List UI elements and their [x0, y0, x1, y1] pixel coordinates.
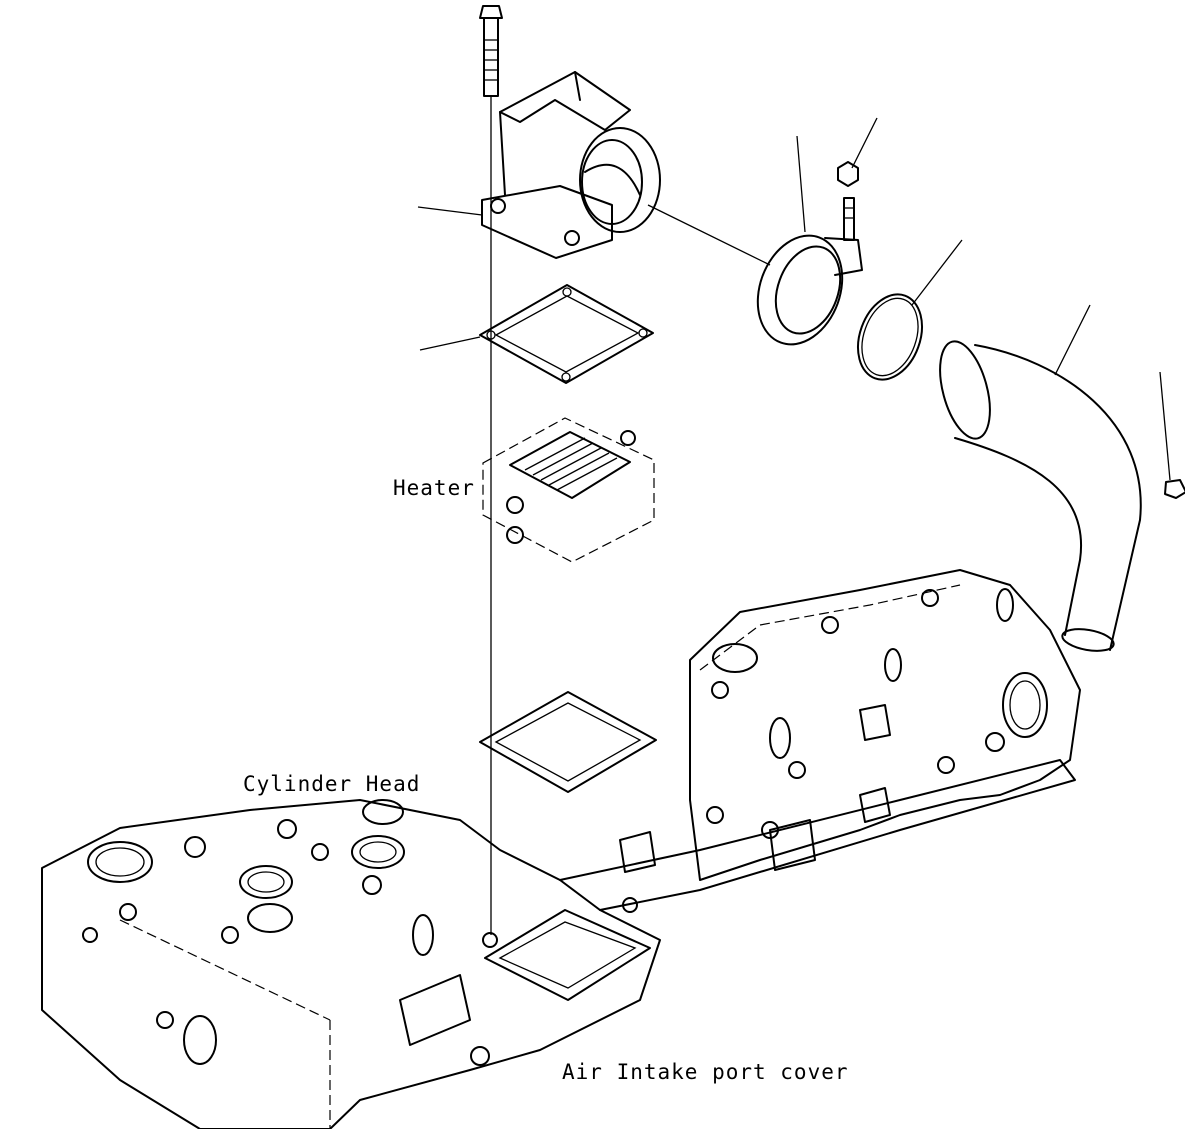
mounting-rail	[559, 759, 1076, 911]
cylinder-head-label: Cylinder Head	[243, 772, 421, 796]
heater-label: Heater	[393, 476, 475, 500]
leader-lines	[417, 117, 1171, 481]
long-bolt	[479, 5, 503, 97]
heater-block	[482, 417, 655, 563]
intake-manifold-body	[689, 569, 1081, 881]
clamp	[756, 234, 863, 346]
small-plug	[1164, 479, 1185, 499]
cylinder-head	[41, 799, 661, 1129]
air-intake-cover-label: Air Intake port cover	[562, 1060, 849, 1084]
intake-connector	[481, 71, 661, 259]
o-ring-inner	[861, 297, 919, 377]
air-intake-port-cover	[399, 897, 651, 1066]
hex-nut	[837, 161, 859, 187]
lower-gasket	[479, 691, 657, 793]
clamp-bolt	[843, 197, 855, 241]
upper-gasket	[479, 284, 654, 384]
intake-pipe	[939, 340, 1142, 652]
o-ring-outer	[857, 293, 923, 381]
